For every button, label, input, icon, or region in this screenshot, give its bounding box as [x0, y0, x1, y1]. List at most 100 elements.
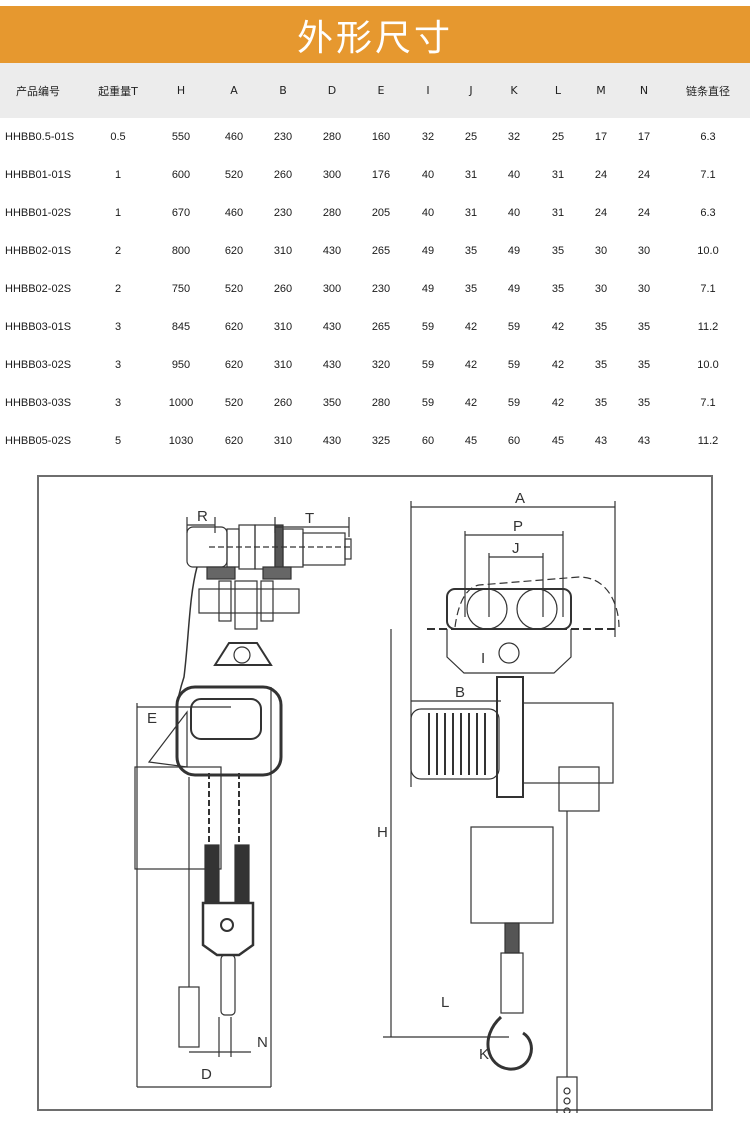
value-cell: 35 — [464, 245, 478, 257]
value-cell: 10.0 — [697, 245, 719, 257]
value-cell: 59 — [507, 321, 521, 333]
value-cell: 260 — [273, 397, 293, 409]
value-cell: 40 — [421, 207, 435, 219]
value-cell: 176 — [371, 169, 391, 181]
dim-label-k: K — [479, 1046, 489, 1063]
value-cell: 520 — [224, 283, 244, 295]
column-header: I — [426, 84, 430, 97]
value-cell: 59 — [421, 321, 435, 333]
value-cell: 260 — [273, 283, 293, 295]
value-cell: 45 — [551, 435, 565, 447]
value-cell: 520 — [224, 397, 244, 409]
value-cell: 59 — [421, 397, 435, 409]
dim-label-e: E — [147, 710, 157, 727]
value-cell: 35 — [637, 321, 651, 333]
value-cell: 40 — [421, 169, 435, 181]
value-cell: 620 — [224, 245, 244, 257]
value-cell: 325 — [371, 435, 391, 447]
column-header: N — [639, 84, 649, 97]
dim-label-p: P — [513, 518, 523, 535]
dim-label-i: I — [481, 650, 485, 667]
column-header: 链条直径 — [686, 84, 730, 98]
value-cell: 265 — [371, 245, 391, 257]
value-cell: 35 — [637, 397, 651, 409]
value-cell: 49 — [507, 283, 521, 295]
value-cell: 59 — [507, 397, 521, 409]
drawing-svg: R T E D N A P J I B H L K — [134, 490, 620, 1113]
value-cell: 310 — [273, 245, 293, 257]
value-cell: 1 — [114, 169, 122, 181]
value-cell: 800 — [171, 245, 191, 257]
value-cell: 42 — [551, 359, 565, 371]
value-cell: 31 — [551, 207, 565, 219]
value-cell: 24 — [637, 207, 651, 219]
model-cell: HHBB03-02S — [5, 359, 72, 371]
value-cell: 280 — [322, 207, 342, 219]
value-cell: 30 — [594, 245, 608, 257]
value-cell: 6.3 — [700, 207, 716, 219]
value-cell: 49 — [507, 245, 521, 257]
column-header: 起重量T — [98, 84, 138, 98]
value-cell: 670 — [171, 207, 191, 219]
value-cell: 49 — [421, 245, 435, 257]
value-cell: 17 — [637, 131, 651, 143]
value-cell: 49 — [421, 283, 435, 295]
dim-label-r: R — [197, 508, 208, 525]
value-cell: 0.5 — [110, 131, 126, 143]
dim-label-t: T — [305, 510, 314, 527]
value-cell: 280 — [371, 397, 391, 409]
value-cell: 32 — [421, 131, 435, 143]
dim-label-d: D — [201, 1066, 212, 1083]
value-cell: 35 — [594, 321, 608, 333]
model-cell: HHBB01-01S — [5, 169, 72, 181]
value-cell: 60 — [421, 435, 435, 447]
value-cell: 30 — [594, 283, 608, 295]
value-cell: 430 — [322, 359, 342, 371]
value-cell: 7.1 — [700, 397, 716, 409]
value-cell: 17 — [594, 131, 608, 143]
dim-label-b: B — [455, 684, 465, 701]
value-cell: 5 — [114, 435, 122, 447]
value-cell: 7.1 — [700, 283, 716, 295]
value-cell: 460 — [224, 207, 244, 219]
value-cell: 35 — [464, 283, 478, 295]
dim-label-j: J — [512, 540, 520, 557]
column-header: K — [510, 84, 518, 97]
value-cell: 10.0 — [697, 359, 719, 371]
model-cell: HHBB03-03S — [5, 397, 72, 409]
value-cell: 1000 — [168, 397, 194, 409]
value-cell: 43 — [637, 435, 651, 447]
value-cell: 520 — [224, 169, 244, 181]
value-cell: 430 — [322, 435, 342, 447]
value-cell: 430 — [322, 245, 342, 257]
column-header: A — [230, 84, 238, 97]
value-cell: 310 — [273, 359, 293, 371]
value-cell: 230 — [273, 131, 293, 143]
value-cell: 205 — [371, 207, 391, 219]
value-cell: 230 — [273, 207, 293, 219]
column-header: D — [327, 84, 337, 97]
value-cell: 24 — [637, 169, 651, 181]
value-cell: 620 — [224, 359, 244, 371]
column-header: M — [596, 84, 606, 97]
value-cell: 24 — [594, 207, 608, 219]
model-cell: HHBB01-02S — [5, 207, 72, 219]
value-cell: 2 — [114, 245, 122, 257]
value-cell: 35 — [594, 359, 608, 371]
hoist-dimension-drawing: R T E D N A P J I B H L K — [37, 475, 713, 1113]
value-cell: 42 — [464, 321, 478, 333]
model-cell: HHBB05-02S — [5, 435, 72, 447]
dim-label-l: L — [441, 994, 449, 1011]
column-header: J — [469, 84, 473, 97]
value-cell: 11.2 — [697, 321, 719, 333]
value-cell: 1 — [114, 207, 122, 219]
value-cell: 32 — [507, 131, 521, 143]
